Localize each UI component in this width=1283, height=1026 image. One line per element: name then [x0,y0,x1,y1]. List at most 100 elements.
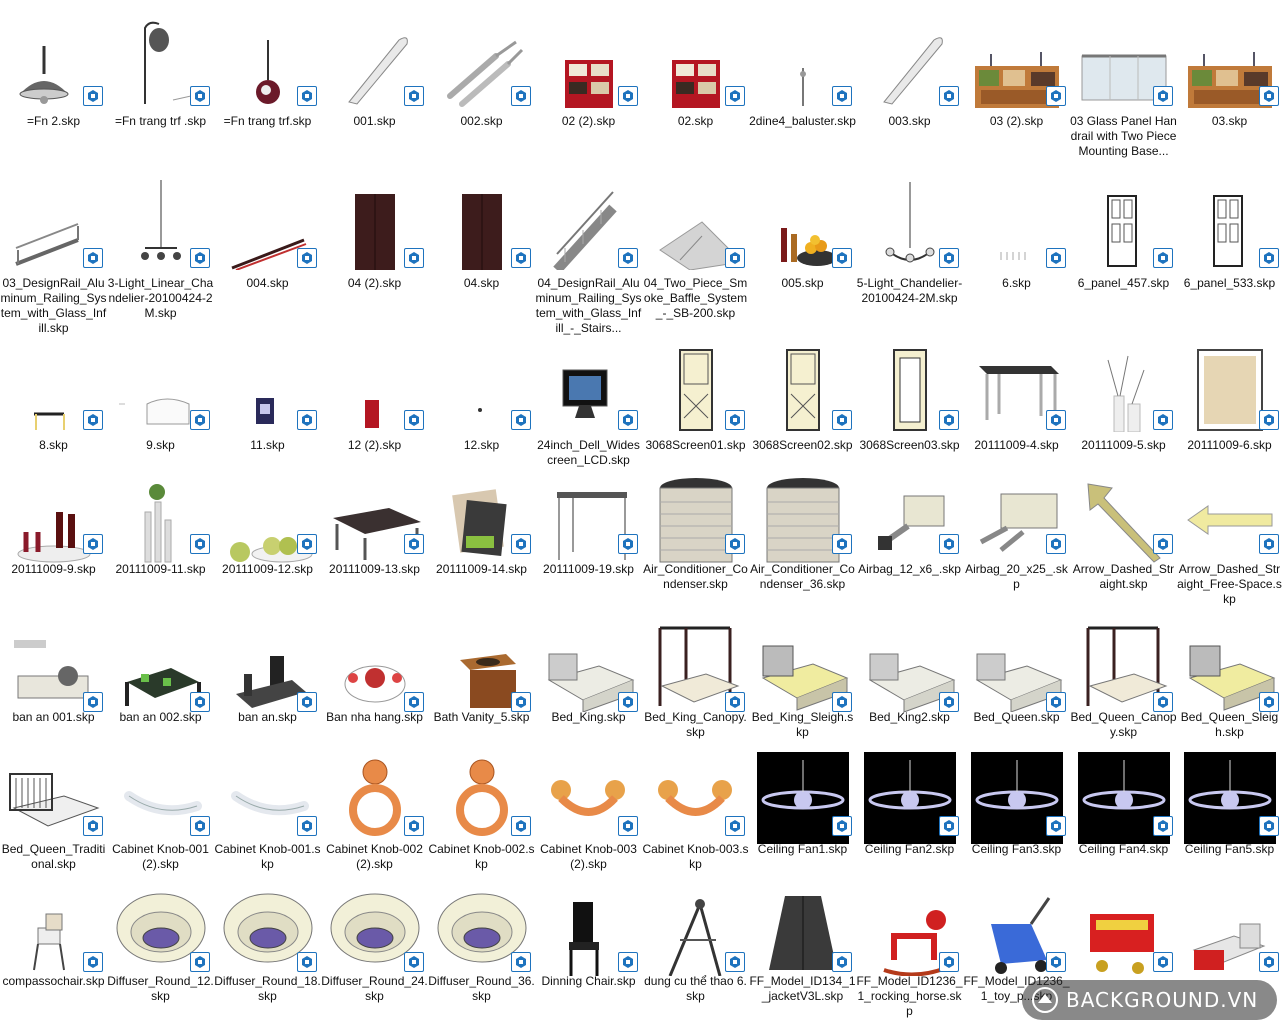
file-item[interactable]: 02 (2).skp [535,8,642,158]
file-item[interactable]: 20111009-13.skp [321,464,428,614]
file-item[interactable]: 5-Light_Chandelier-20100424-2M.skp [856,170,963,320]
file-item[interactable]: 9.skp [107,332,214,482]
file-item[interactable]: 6_panel_533.skp [1176,170,1283,320]
file-item[interactable]: 04_Two_Piece_Smoke_Baffle_System_-_SB-20… [642,170,749,320]
sketchup-file-icon [511,86,531,106]
file-item[interactable]: 03.skp [1176,8,1283,158]
file-item[interactable]: 20111009-6.skp [1176,332,1283,482]
file-item[interactable]: Cabinet Knob-003 (2).skp [535,744,642,894]
canopy-table-thumbnail-icon [971,340,1063,432]
file-item[interactable]: 004.skp [214,170,321,320]
file-item[interactable]: 20111009-11.skp [107,464,214,614]
file-item[interactable]: Bed_King_Canopy.skp [642,612,749,762]
file-name-label: 20111009-9.skp [11,562,96,576]
file-item[interactable]: 12 (2).skp [321,332,428,482]
file-item[interactable]: Cabinet Knob-002.skp [428,744,535,894]
file-item[interactable]: Bed_Queen.skp [963,612,1070,762]
file-item[interactable]: FF_Model_ID134_1_jacketV3L.skp [749,876,856,1018]
file-item[interactable]: Air_Conditioner_Condenser.skp [642,464,749,614]
file-item[interactable]: Ceiling Fan3.skp [963,744,1070,894]
dot-thumbnail-icon [436,340,528,432]
sketchup-file-icon [618,816,638,836]
file-item[interactable]: =Fn 2.skp [0,8,107,158]
file-item[interactable]: Ban nha hang.skp [321,612,428,762]
file-item[interactable]: 20111009-14.skp [428,464,535,614]
file-item[interactable]: Diffuser_Round_12.skp [107,876,214,1018]
sketchup-file-icon [1046,410,1066,430]
file-item[interactable]: 20111009-12.skp [214,464,321,614]
file-item[interactable]: Arrow_Dashed_Straight_Free-Space.skp [1176,464,1283,614]
file-item[interactable]: 04.skp [428,170,535,320]
file-item[interactable]: Dinning Chair.skp [535,876,642,1018]
file-item[interactable]: compassochair.skp [0,876,107,1018]
file-item[interactable]: ban an.skp [214,612,321,762]
sketchup-file-icon [939,952,959,972]
file-item[interactable]: 6.skp [963,170,1070,320]
file-item[interactable]: Diffuser_Round_24.skp [321,876,428,1018]
file-item[interactable]: Arrow_Dashed_Straight.skp [1070,464,1177,614]
bed-traditional-thumbnail-icon [8,752,100,844]
file-item[interactable]: ban an 002.skp [107,612,214,762]
file-item[interactable]: 03_DesignRail_Aluminum_Railing_System_wi… [0,170,107,335]
file-item[interactable]: Cabinet Knob-002 (2).skp [321,744,428,894]
file-item[interactable]: 04 (2).skp [321,170,428,320]
file-item[interactable]: Ceiling Fan2.skp [856,744,963,894]
file-item[interactable] [1176,876,1283,1018]
file-item[interactable]: 3068Screen03.skp [856,332,963,482]
file-item[interactable]: 03 Glass Panel Handrail with Two Piece M… [1070,8,1177,158]
bed-white-thumbnail-icon [971,620,1063,712]
file-item[interactable]: 12.skp [428,332,535,482]
file-item[interactable]: FF_Model_ID1236_1_rocking_horse.skp [856,876,963,1018]
file-item[interactable] [1070,876,1177,1018]
file-item[interactable]: Cabinet Knob-001.skp [214,744,321,894]
file-item[interactable]: 005.skp [749,170,856,320]
file-item[interactable]: 03 (2).skp [963,8,1070,158]
file-item[interactable]: Ceiling Fan5.skp [1176,744,1283,894]
file-item[interactable]: ban an 001.skp [0,612,107,762]
file-item[interactable]: 20111009-4.skp [963,332,1070,482]
file-item[interactable]: Airbag_20_x25_.skp [963,464,1070,614]
file-item[interactable]: Diffuser_Round_36.skp [428,876,535,1018]
sketchup-file-icon [83,86,103,106]
file-item[interactable]: 002.skp [428,8,535,158]
file-item[interactable]: 2dine4_baluster.skp [749,8,856,158]
file-item[interactable]: =Fn trang trf .skp [107,8,214,158]
file-name-label: 24inch_Dell_Widescreen_LCD.skp [537,438,640,467]
file-item[interactable]: 6_panel_457.skp [1070,170,1177,320]
file-item[interactable]: 003.skp [856,8,963,158]
file-item[interactable]: 20111009-5.skp [1070,332,1177,482]
file-item[interactable]: 20111009-19.skp [535,464,642,614]
file-item[interactable]: 04_DesignRail_Aluminum_Railing_System_wi… [535,170,642,335]
file-item[interactable]: 3068Screen02.skp [749,332,856,482]
file-item[interactable]: Ceiling Fan4.skp [1070,744,1177,894]
file-item[interactable]: Bed_Queen_Sleigh.skp [1176,612,1283,762]
file-name-label: Bed_Queen.skp [973,710,1060,724]
file-item[interactable]: dung cu thể thao 6.skp [642,876,749,1018]
file-name-label: 03_DesignRail_Aluminum_Railing_System_wi… [0,276,107,335]
file-item[interactable]: Airbag_12_x6_.skp [856,464,963,614]
file-item[interactable]: Bed_Queen_Canopy.skp [1070,612,1177,762]
bookshelf-thumbnail-icon [1184,16,1276,108]
file-item[interactable]: Ceiling Fan1.skp [749,744,856,894]
file-item[interactable]: =Fn trang trf.skp [214,8,321,158]
sketchup-file-icon [939,534,959,554]
file-item[interactable]: 8.skp [0,332,107,482]
file-item[interactable]: 3068Screen01.skp [642,332,749,482]
file-item[interactable]: Bed_King2.skp [856,612,963,762]
file-item[interactable]: 24inch_Dell_Widescreen_LCD.skp [535,332,642,482]
file-item[interactable]: Cabinet Knob-003.skp [642,744,749,894]
file-item[interactable]: Diffuser_Round_18.skp [214,876,321,1018]
file-item[interactable]: Air_Conditioner_Condenser_36.skp [749,464,856,614]
file-item[interactable]: Bed_King_Sleigh.skp [749,612,856,762]
file-item[interactable]: 3-Light_Linear_Chandelier-20100424-2M.sk… [107,170,214,320]
file-item[interactable]: 001.skp [321,8,428,158]
file-item[interactable]: 20111009-9.skp [0,464,107,614]
bed-yellow-thumbnail-icon [1184,620,1276,712]
file-item[interactable]: Bed_King.skp [535,612,642,762]
file-item[interactable]: Bath Vanity_5.skp [428,612,535,762]
file-item[interactable]: Bed_Queen_Traditional.skp [0,744,107,894]
file-item[interactable]: 02.skp [642,8,749,158]
file-name-label: 3-Light_Linear_Chandelier-20100424-2M.sk… [107,276,214,320]
file-item[interactable]: 11.skp [214,332,321,482]
file-item[interactable]: Cabinet Knob-001 (2).skp [107,744,214,894]
